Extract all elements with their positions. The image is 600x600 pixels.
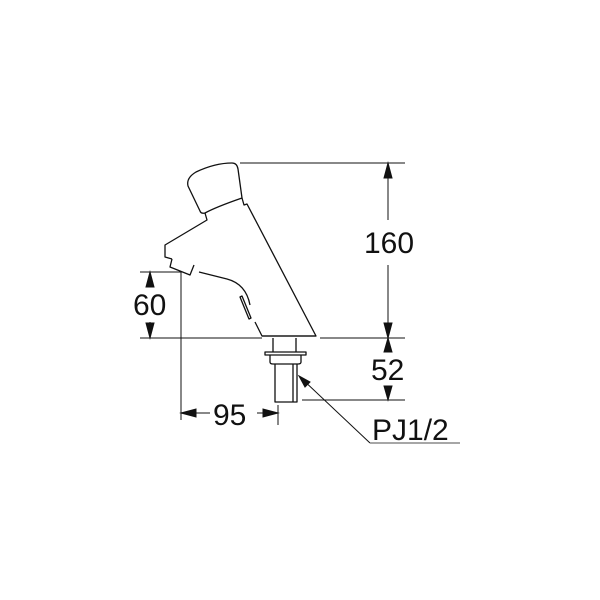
side-slot (239, 295, 252, 320)
aerator (169, 258, 195, 276)
dim-label-60: 60 (133, 289, 166, 322)
thread-callout-label: PJ1/2 (372, 414, 449, 447)
dim-label-95: 95 (213, 399, 246, 432)
dim-label-160: 160 (364, 227, 414, 260)
faucet-body (164, 197, 317, 337)
handle-cap (187, 162, 243, 214)
dim-label-52: 52 (371, 354, 404, 387)
supply-shank (274, 364, 298, 403)
mounting-nut (264, 338, 307, 365)
